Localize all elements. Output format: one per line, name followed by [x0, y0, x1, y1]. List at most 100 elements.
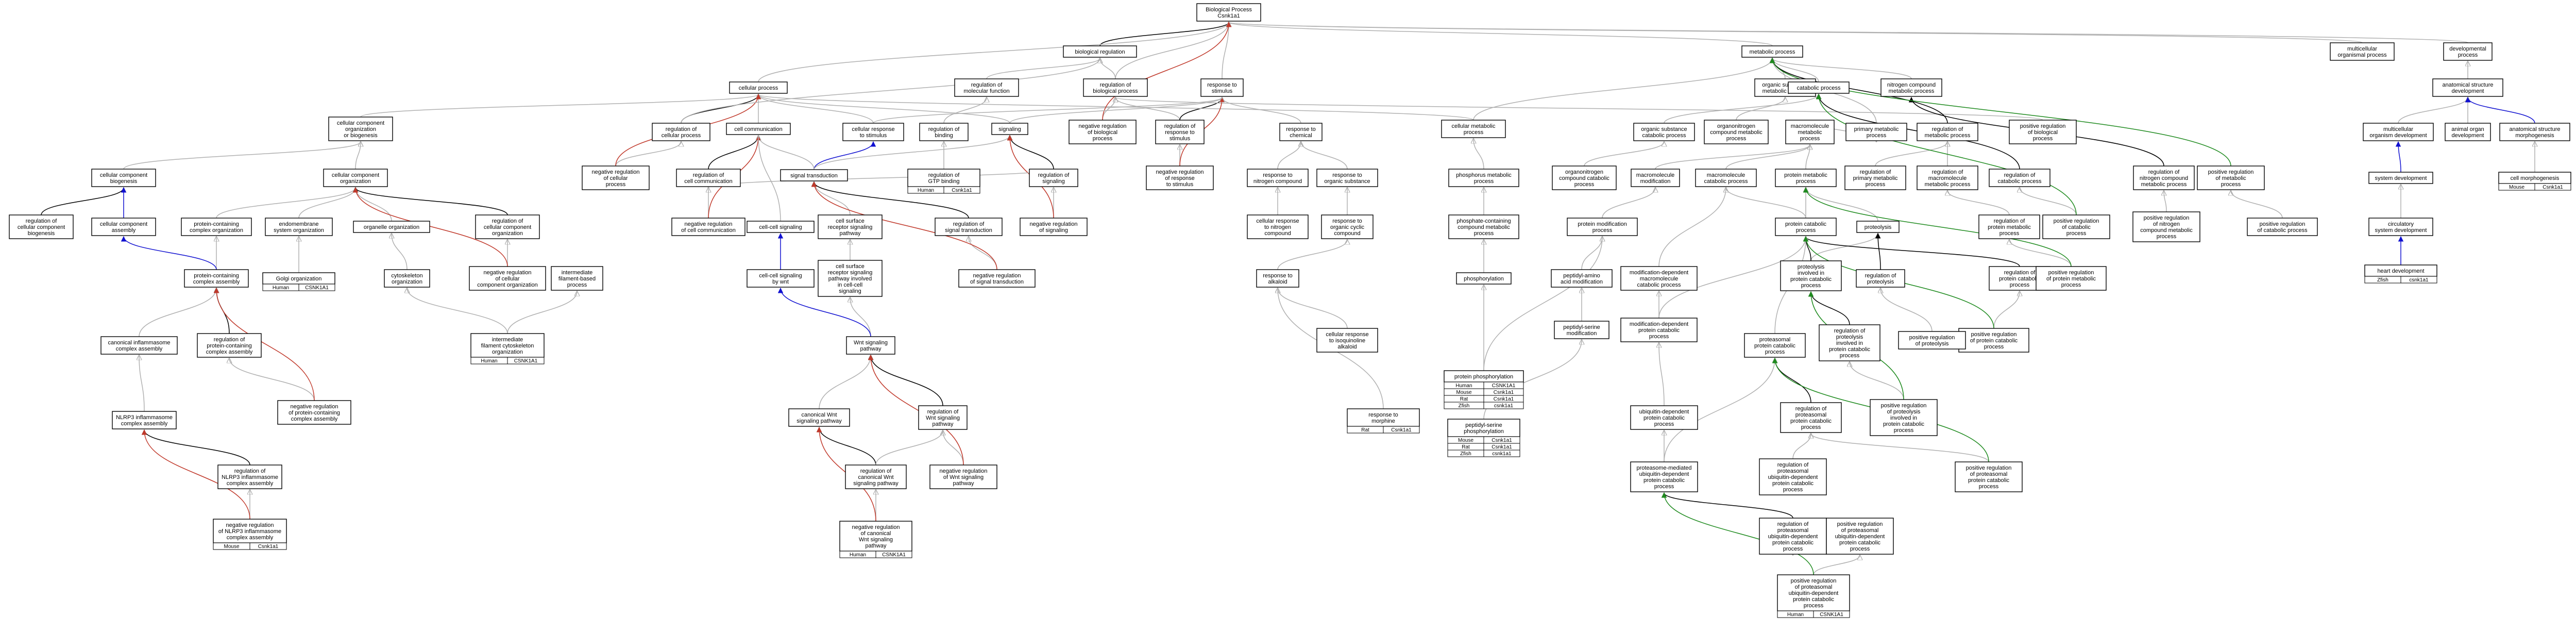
go-term-node[interactable]: regulation ofproteasomalubiquitin-depend…	[1759, 458, 1827, 495]
go-term-node[interactable]: cellular process	[729, 81, 788, 94]
go-term-node[interactable]: phosphorylation	[1456, 272, 1512, 285]
go-term-node[interactable]: cell-cell signaling	[747, 221, 815, 233]
go-term-node[interactable]: proteasome-mediatedubiquitin-dependentpr…	[1630, 461, 1698, 492]
go-term-node[interactable]: catabolic process	[1788, 81, 1850, 94]
go-term-node[interactable]: biological regulation	[1063, 45, 1137, 58]
go-term-node[interactable]: regulation ofproteasomalubiquitin-depend…	[1759, 518, 1827, 555]
go-term-node[interactable]: proteolysis	[1856, 221, 1900, 233]
go-term-node[interactable]: signal transduction	[780, 169, 848, 181]
go-term-node[interactable]: system development	[2368, 172, 2433, 184]
